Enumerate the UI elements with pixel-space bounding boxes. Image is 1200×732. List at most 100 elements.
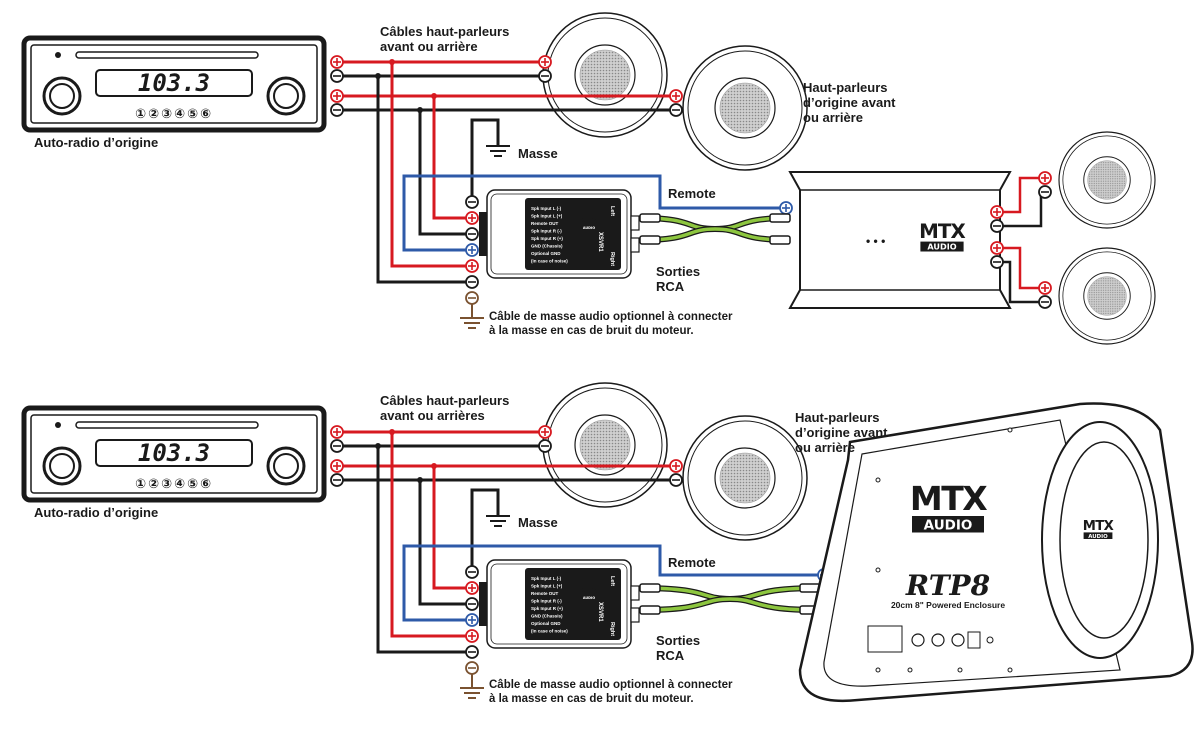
preset-buttons: ①②③④⑤⑥	[135, 477, 213, 492]
negative-terminal-icon	[669, 103, 683, 117]
diagram-amplifier: 103.3 ①②③④⑤⑥ Spk Input L (-) Spk Input L (+…	[24, 12, 1156, 345]
converter-right-label: Right	[609, 252, 615, 266]
wire	[376, 76, 466, 284]
screw-icon	[1007, 427, 1013, 433]
positive-terminal-icon	[1038, 171, 1052, 185]
converter-terminal-label: Spk Input L (-)	[531, 576, 562, 581]
negative-terminal-icon	[465, 227, 479, 241]
control-knob-icon	[931, 633, 945, 647]
mtx-logo-text: MTX	[579, 586, 599, 596]
positive-terminal-icon	[990, 241, 1004, 255]
frequency-display: 103.3	[138, 69, 210, 97]
positive-terminal-icon	[538, 55, 552, 69]
rca-cables	[639, 583, 821, 615]
rca-outputs-label-line2: RCA	[656, 279, 685, 294]
head-unit-label: Auto-radio d’origine	[34, 135, 159, 150]
head-unit: 103.3 ①②③④⑤⑥	[24, 38, 324, 130]
amplifier-dots: • • •	[866, 234, 886, 248]
speaker-cone	[1058, 247, 1156, 345]
converter-left-label: Left	[609, 206, 615, 216]
mtx-logo-text: MTX	[1083, 519, 1114, 534]
negative-terminal-icon	[990, 255, 1004, 269]
led-icon	[986, 636, 994, 644]
positive-terminal-icon	[465, 243, 479, 257]
positive-terminal-icon	[465, 629, 479, 643]
connector-icon	[967, 631, 981, 649]
audio-ground-label-bottom: Câble de masse audio optionnel à connect…	[489, 679, 733, 691]
oem-speakers-label-bottom-line3: ou arrière	[795, 440, 855, 455]
screw-icon	[875, 477, 881, 483]
ground-label-bottom: Masse	[518, 515, 558, 530]
head-unit: 103.3 ①②③④⑤⑥	[24, 408, 324, 500]
remote-wire	[402, 544, 818, 622]
wire	[470, 488, 500, 566]
audio-ground-label-bottom-line2: à la masse en cas de bruit du moteur.	[489, 693, 694, 705]
oem-speakers-label-bottom: Haut-parleurs	[795, 410, 880, 425]
mtx-logo-audio-text: AUDIO	[583, 226, 595, 230]
positive-terminal-icon	[330, 89, 344, 103]
mtx-logo-text: MTX	[910, 479, 987, 518]
negative-terminal-icon	[465, 291, 479, 305]
oem-speakers-label: Haut-parleurs	[803, 80, 888, 95]
wire	[376, 446, 466, 654]
mtx-logo-bar	[920, 241, 964, 252]
oem-speakers-label-line3: ou arrière	[803, 110, 863, 125]
positive-terminal-icon	[465, 581, 479, 595]
mtx-logo-text: MTX	[919, 220, 965, 243]
converter-terminal-label: Remote OUT	[531, 221, 559, 226]
mtx-logo-bar	[579, 595, 599, 600]
rca-cables	[639, 213, 791, 245]
positive-terminal-icon	[465, 211, 479, 225]
wire	[1003, 260, 1041, 304]
negative-terminal-icon	[538, 439, 552, 453]
mtx-logo-bar	[579, 225, 599, 230]
rca-plug	[639, 213, 661, 223]
converter-terminal-label: GND (Chassis)	[531, 614, 563, 619]
screw-icon	[957, 667, 963, 673]
wire	[418, 110, 466, 236]
oem-speaker-rear	[682, 415, 808, 541]
converter-model: XSVR1	[597, 602, 603, 622]
preset-buttons: ①②③④⑤⑥	[135, 107, 213, 122]
negative-terminal-icon	[465, 195, 479, 209]
rca-cable	[639, 597, 821, 612]
speaker-cables-label-line2: avant ou arrière	[380, 39, 478, 54]
positive-terminal-icon	[465, 613, 479, 627]
positive-terminal-icon	[669, 459, 683, 473]
converter-terminal-label: Spk Input L (-)	[531, 206, 562, 211]
wire	[432, 466, 466, 590]
rca-plug	[639, 583, 661, 593]
mtx-logo-bar	[1083, 532, 1113, 539]
wire	[1003, 246, 1041, 290]
speaker-cone	[542, 12, 668, 138]
line-output-converter: Spk Input L (-) Spk Input L (+) Remote OUT…	[478, 189, 640, 279]
rca-plug	[639, 605, 661, 615]
mtx-logo-audio-text: AUDIO	[1088, 534, 1108, 540]
mtx-logo-audio-text: AUDIO	[583, 596, 595, 600]
speaker-cone	[682, 415, 808, 541]
mtx-logo-audio-text: AUDIO	[924, 518, 973, 534]
speaker-cone	[1058, 131, 1156, 229]
wire	[432, 96, 466, 220]
speaker-cables-label-bottom: Câbles haut-parleurs	[380, 393, 510, 408]
input-panel	[867, 625, 903, 653]
negative-terminal-icon	[1038, 185, 1052, 199]
wire	[390, 432, 466, 638]
remote-wire	[402, 174, 780, 252]
rtp-model-label: RTP8	[905, 569, 990, 602]
speaker-cone	[682, 45, 808, 171]
converter-terminal-label: Spk Input L (+)	[531, 214, 563, 219]
enclosure-front-panel	[823, 419, 1121, 687]
screw-icon	[907, 667, 913, 673]
head-unit-label-bottom: Auto-radio d’origine	[34, 505, 159, 520]
frequency-display: 103.3	[138, 439, 210, 467]
control-knob-icon	[951, 633, 965, 647]
amplified-speaker-1	[1058, 131, 1156, 229]
subwoofer-cone	[1059, 441, 1149, 639]
wire	[1003, 176, 1041, 214]
